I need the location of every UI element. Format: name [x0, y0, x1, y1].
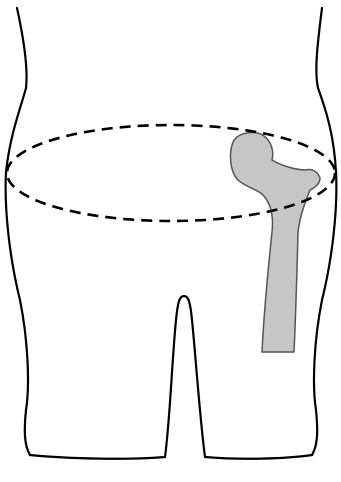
right-leg-bottom	[205, 455, 312, 459]
body-outline-right	[312, 8, 336, 455]
crotch-outline	[165, 296, 205, 457]
body-outline-left	[6, 8, 30, 455]
left-leg-bottom	[30, 455, 165, 459]
femur-bone-right	[231, 133, 320, 352]
